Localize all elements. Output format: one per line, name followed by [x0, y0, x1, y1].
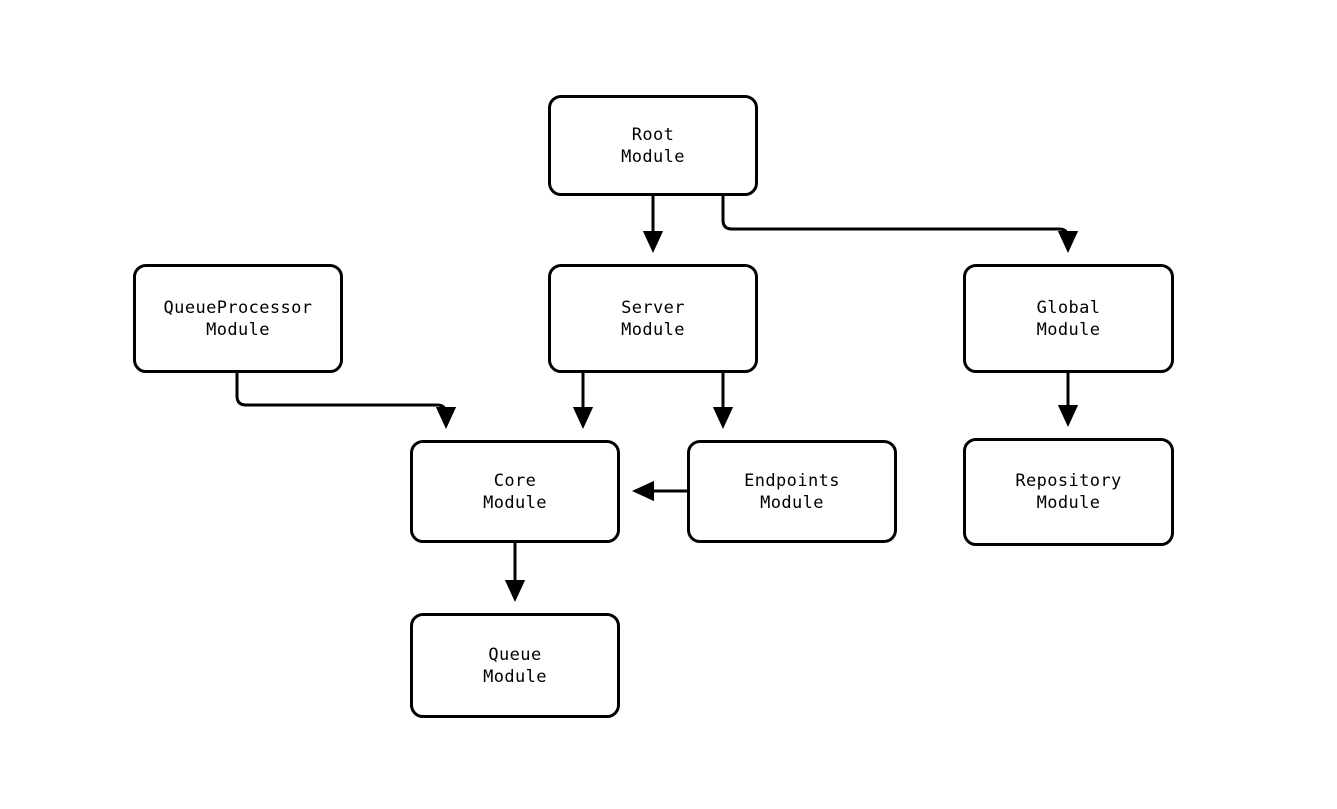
node-repository-module-line1: Repository: [1015, 471, 1122, 491]
node-core-module[interactable]: Core Module: [410, 440, 620, 543]
node-core-module-line1: Core: [493, 470, 537, 491]
node-global-module-line2: Module: [1036, 319, 1101, 340]
node-root-module-line2: Module: [621, 146, 685, 167]
node-repository-module[interactable]: Repository Module: [963, 438, 1174, 546]
node-queue-module-line2: Module: [483, 666, 547, 687]
node-queueprocessor-module-line2: Module: [206, 319, 270, 340]
node-queue-module-line1: Queue: [488, 644, 542, 665]
node-global-module[interactable]: Global Module: [963, 264, 1174, 373]
node-server-module-line1: Server: [621, 297, 685, 318]
edge-root-global: [721, 196, 1079, 253]
edge-queueprocessor-core: [235, 373, 457, 429]
node-queue-module[interactable]: Queue Module: [410, 613, 620, 718]
node-global-module-line1: Global: [1036, 297, 1101, 318]
node-core-module-line2: Module: [483, 492, 547, 513]
node-endpoints-module-line2: Module: [760, 492, 824, 513]
node-endpoints-module-line1: Endpoints: [744, 470, 840, 491]
node-repository-module-line2: Module: [1036, 493, 1101, 513]
node-queueprocessor-module-line1: QueueProcessor: [163, 297, 313, 318]
node-root-module-line1: Root: [631, 124, 675, 145]
node-queueprocessor-module[interactable]: QueueProcessor Module: [133, 264, 343, 373]
node-server-module-line2: Module: [621, 319, 685, 340]
node-server-module[interactable]: Server Module: [548, 264, 758, 373]
node-root-module[interactable]: Root Module: [548, 95, 758, 196]
node-endpoints-module[interactable]: Endpoints Module: [687, 440, 897, 543]
